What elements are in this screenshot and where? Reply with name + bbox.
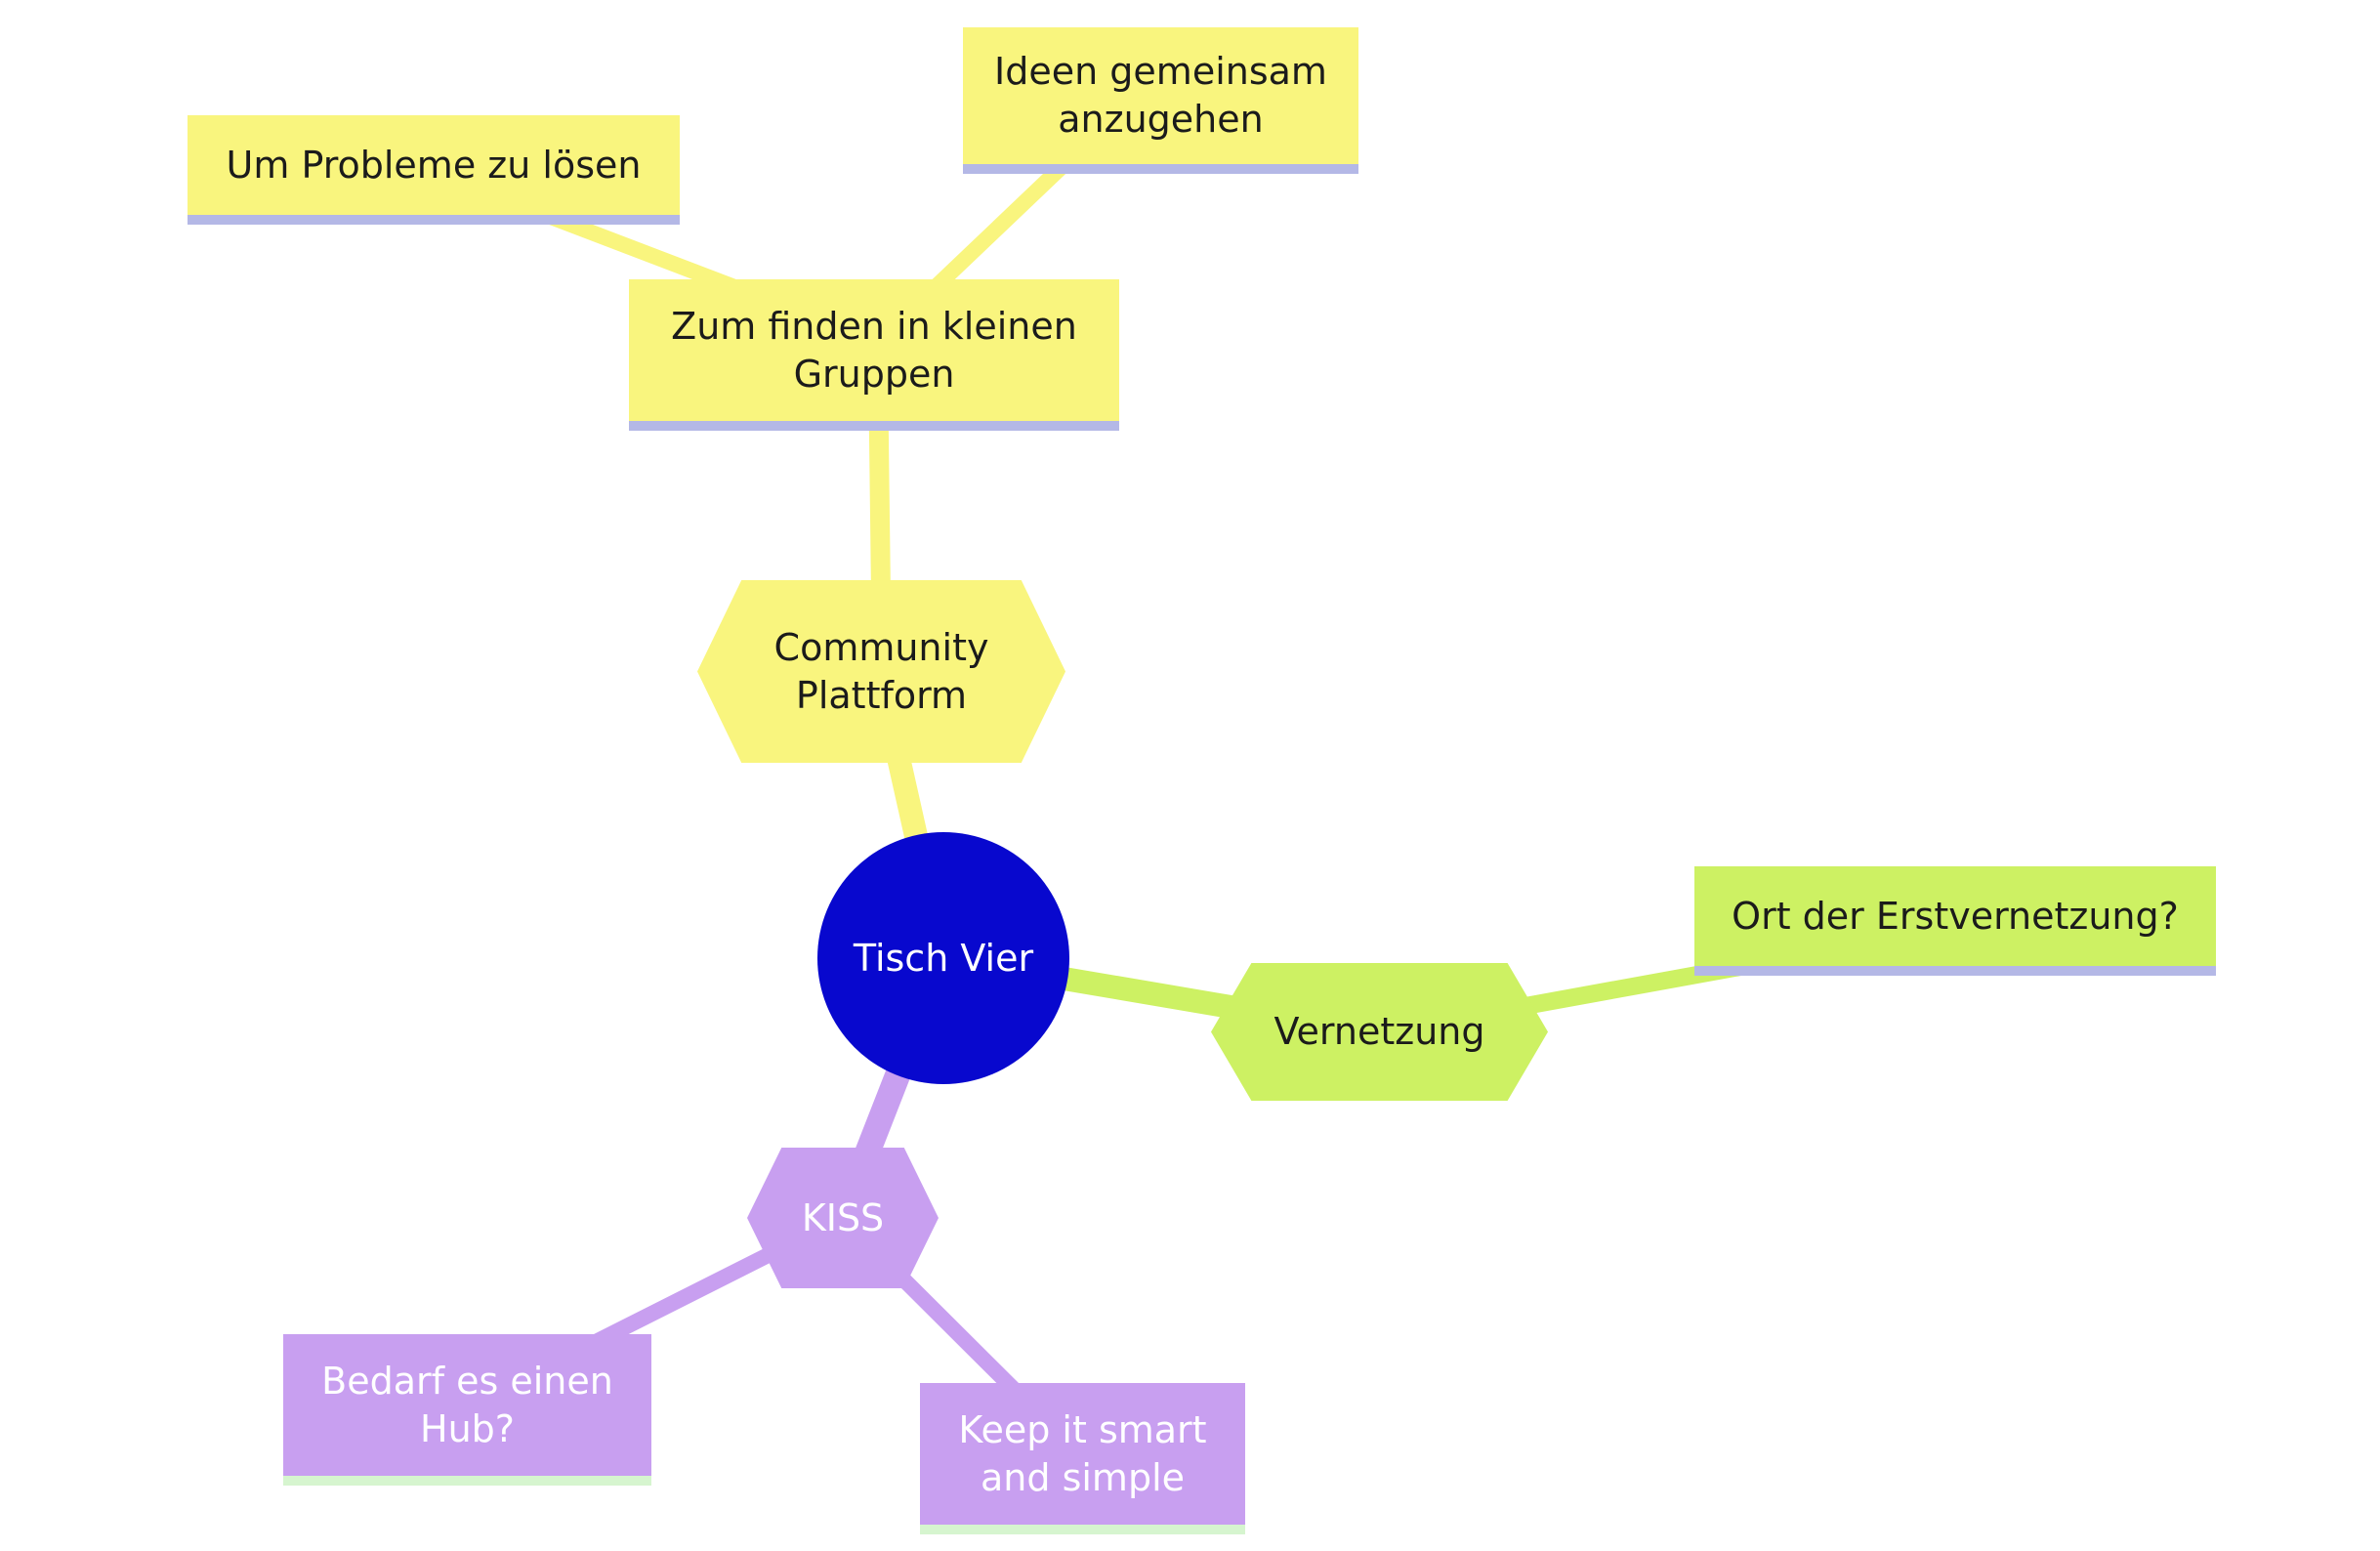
node-ideen-gemeinsam-anzugehen[interactable]: Ideen gemeinsam anzugehen <box>963 27 1358 174</box>
node-label: KISS <box>801 1195 885 1239</box>
node-root-tisch-vier[interactable]: Tisch Vier <box>817 832 1069 1084</box>
node-ort-der-erstvernetzung[interactable]: Ort der Erstvernetzung? <box>1694 866 2216 976</box>
node-label: Community Plattform <box>773 625 989 717</box>
node-um-probleme-zu-loesen[interactable]: Um Probleme zu lösen <box>188 115 680 225</box>
node-label: Ort der Erstvernetzung? <box>1732 894 2179 938</box>
node-label: Um Probleme zu lösen <box>226 143 642 187</box>
node-label: Zum finden in kleinen Gruppen <box>671 304 1077 396</box>
node-label: Bedarf es einen Hub? <box>321 1359 613 1450</box>
node-label: Keep it smart and simple <box>958 1407 1207 1499</box>
node-label: Ideen gemeinsam anzugehen <box>994 50 1327 141</box>
node-label: Vernetzung <box>1274 1010 1485 1054</box>
node-label: Tisch Vier <box>853 936 1034 980</box>
node-zum-finden-in-kleinen-gruppen[interactable]: Zum finden in kleinen Gruppen <box>629 279 1119 431</box>
node-community-plattform[interactable]: Community Plattform <box>697 580 1065 763</box>
node-kiss[interactable]: KISS <box>747 1148 939 1288</box>
node-vernetzung[interactable]: Vernetzung <box>1211 963 1548 1101</box>
node-keep-it-smart-and-simple[interactable]: Keep it smart and simple <box>920 1383 1245 1534</box>
node-bedarf-es-einen-hub[interactable]: Bedarf es einen Hub? <box>283 1334 651 1486</box>
